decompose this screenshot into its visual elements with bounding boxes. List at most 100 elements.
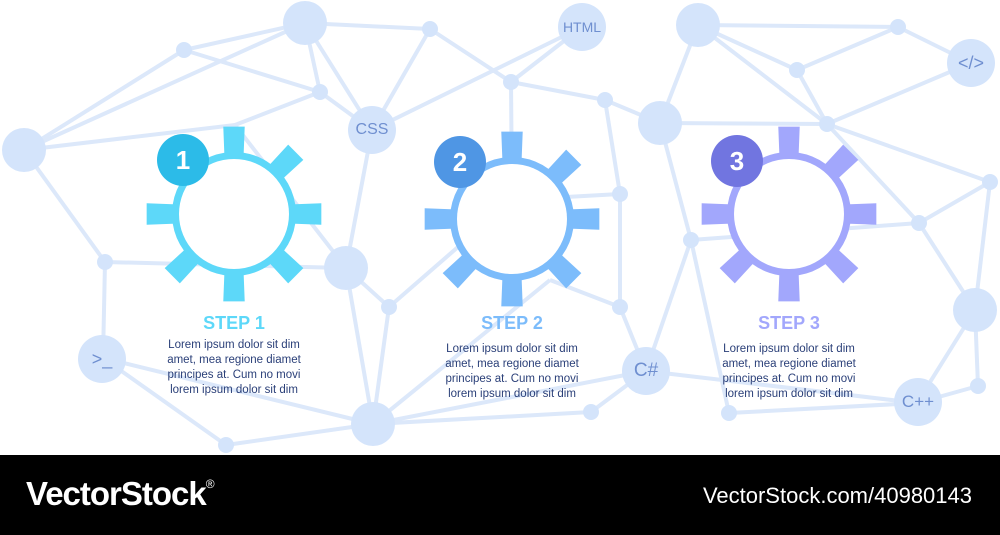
network-link	[549, 278, 621, 309]
step-description: Lorem ipsum dolor sit dim amet, mea regi…	[699, 342, 879, 402]
network-node	[789, 62, 805, 78]
network-link	[796, 25, 899, 72]
description-line: principes at. Cum no movi	[167, 369, 301, 381]
network-link	[22, 148, 107, 264]
network-node	[953, 288, 997, 332]
network-link	[689, 239, 731, 414]
network-link	[510, 80, 606, 102]
network-node	[612, 299, 628, 315]
network-node	[422, 21, 438, 37]
network-node	[612, 186, 628, 202]
step-number: 2	[452, 146, 468, 177]
network-node	[351, 402, 395, 446]
html-node: HTML	[558, 3, 606, 51]
cpp-node: C++	[894, 378, 942, 426]
description-line: amet, mea regione diamet	[167, 354, 301, 366]
network-node	[982, 174, 998, 190]
step-title: STEP 1	[203, 313, 265, 333]
network-link	[23, 123, 236, 152]
network-node	[312, 84, 328, 100]
network-nodes	[2, 1, 998, 453]
csharp-node: C#	[622, 347, 670, 395]
network-link	[225, 422, 374, 447]
network-link	[102, 356, 374, 426]
step-description: Lorem ipsum dolor sit dim amet, mea regi…	[144, 338, 324, 398]
step-number: 1	[175, 144, 191, 175]
description-line: principes at. Cum no movi	[722, 373, 856, 385]
gear-center	[179, 159, 289, 269]
network-link	[23, 21, 306, 152]
description-line: principes at. Cum no movi	[445, 373, 579, 385]
network-node	[819, 116, 835, 132]
network-link	[101, 356, 228, 447]
gear-center	[734, 159, 844, 269]
network-link	[22, 48, 186, 152]
network-node	[676, 3, 720, 47]
registered-mark: ®	[205, 477, 215, 491]
description-line: lorem ipsum dolor sit dim	[725, 388, 853, 400]
step-number-badge: 3	[711, 135, 763, 187]
step-number: 3	[729, 145, 745, 176]
network-node	[683, 232, 699, 248]
network-node	[176, 42, 192, 58]
csharp-label: C#	[633, 360, 659, 381]
network-link	[826, 122, 991, 184]
description-line: Lorem ipsum dolor sit dim	[446, 343, 578, 355]
network-link	[344, 267, 375, 425]
network-node	[97, 254, 113, 270]
step-description: Lorem ipsum dolor sit dim amet, mea regi…	[422, 342, 602, 402]
network-link	[659, 121, 828, 126]
network-link	[371, 25, 583, 132]
network-link	[696, 23, 829, 126]
network-node	[721, 405, 737, 421]
network-link	[826, 61, 972, 126]
network-node	[324, 246, 368, 290]
css-label: CSS	[355, 121, 389, 138]
network-link	[234, 90, 321, 127]
network-link	[428, 27, 513, 84]
network-node	[583, 404, 599, 420]
network-node	[597, 92, 613, 108]
css-node: CSS	[348, 106, 396, 154]
cpp-label: C++	[901, 392, 935, 411]
network-node	[970, 378, 986, 394]
network-node	[638, 101, 682, 145]
description-line: lorem ipsum dolor sit dim	[448, 388, 576, 400]
code-tag-label: </>	[957, 52, 985, 73]
stock-id: VectorStock.com/40980143	[702, 483, 972, 508]
network-node	[890, 19, 906, 35]
html-label: HTML	[562, 19, 602, 35]
terminal-label: >_	[91, 348, 113, 369]
network-link	[372, 369, 647, 426]
step-title: STEP 2	[481, 313, 543, 333]
network-link	[645, 369, 918, 405]
network-node	[911, 215, 927, 231]
brand-logo: VectorStock®	[26, 475, 215, 513]
network-node	[503, 74, 519, 90]
brand-name: VectorStock	[26, 475, 207, 512]
network-link	[603, 99, 622, 195]
network-node	[381, 299, 397, 315]
network-link	[697, 23, 899, 29]
watermark-footer: VectorStock® VectorStock.com/40980143	[0, 455, 1000, 535]
description-line: amet, mea regione diamet	[722, 358, 856, 370]
network-link	[917, 180, 992, 225]
network-link	[183, 48, 321, 94]
network-node	[2, 128, 46, 172]
step-title: STEP 3	[758, 313, 820, 333]
code-tag-node: </>	[947, 39, 995, 87]
terminal-node: >_	[78, 335, 126, 383]
network-link	[728, 401, 918, 415]
network-node	[283, 1, 327, 45]
network-link	[795, 69, 829, 125]
network-link	[825, 122, 921, 225]
description-line: amet, mea regione diamet	[445, 358, 579, 370]
network-node	[218, 437, 234, 453]
step-number-badge: 1	[157, 134, 209, 186]
gear-center	[457, 164, 567, 274]
description-line: Lorem ipsum dolor sit dim	[168, 339, 300, 351]
description-line: Lorem ipsum dolor sit dim	[723, 343, 855, 355]
network-link	[372, 410, 592, 426]
step-number-badge: 2	[434, 136, 486, 188]
